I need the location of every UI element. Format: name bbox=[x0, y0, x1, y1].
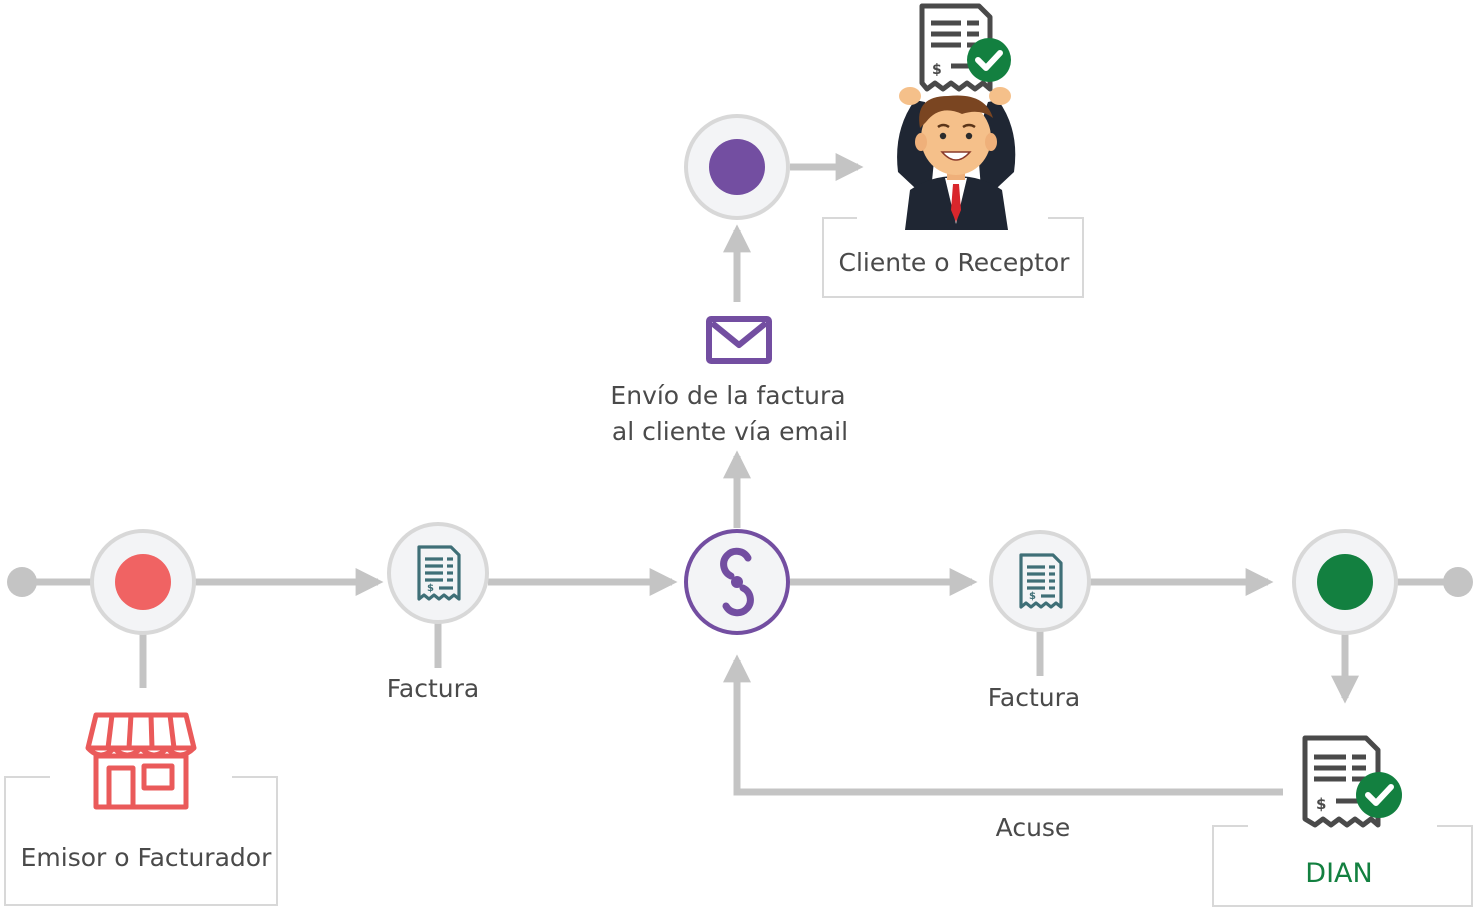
cliente-label-frame bbox=[822, 217, 1084, 298]
businessman-icon: $ bbox=[897, 3, 1016, 230]
flow-end-terminal bbox=[1443, 567, 1473, 597]
dian-label-frame bbox=[1212, 825, 1473, 907]
cliente-label: Cliente o Receptor bbox=[839, 248, 1071, 277]
node-platform bbox=[684, 529, 790, 635]
dian-label: DIAN bbox=[1305, 858, 1372, 889]
dian-dot bbox=[1317, 554, 1373, 610]
connector-acuse bbox=[723, 654, 1283, 796]
factura-2-label: Factura bbox=[988, 683, 1080, 712]
mail-icon bbox=[706, 316, 772, 364]
node-factura-2: $ bbox=[989, 530, 1091, 632]
store-icon bbox=[85, 712, 197, 810]
receptor-dot bbox=[709, 139, 765, 195]
emisor-label: Emisor o Facturador bbox=[21, 843, 272, 872]
envio-label-line1: Envío de la factura bbox=[610, 381, 845, 410]
node-dian bbox=[1292, 529, 1398, 635]
envio-label-line2: al cliente vía email bbox=[612, 417, 848, 446]
platform-logo-icon bbox=[720, 547, 754, 617]
svg-text:$: $ bbox=[1316, 795, 1326, 813]
svg-text:$: $ bbox=[427, 583, 434, 594]
flow-start-terminal bbox=[7, 567, 37, 597]
svg-text:$: $ bbox=[932, 62, 942, 78]
factura-1-label: Factura bbox=[387, 674, 479, 703]
node-receptor bbox=[684, 114, 790, 220]
acuse-label: Acuse bbox=[996, 813, 1071, 842]
node-factura-1: $ bbox=[387, 522, 489, 624]
approved-invoice-icon: $ bbox=[1302, 735, 1402, 828]
emisor-label-frame bbox=[4, 776, 278, 906]
invoice-icon: $ bbox=[1019, 553, 1063, 609]
emisor-dot bbox=[115, 554, 171, 610]
connectors bbox=[22, 153, 1458, 796]
node-emisor bbox=[90, 529, 196, 635]
invoice-icon: $ bbox=[417, 545, 461, 601]
svg-text:$: $ bbox=[1029, 591, 1036, 602]
label-frames bbox=[4, 217, 1473, 907]
